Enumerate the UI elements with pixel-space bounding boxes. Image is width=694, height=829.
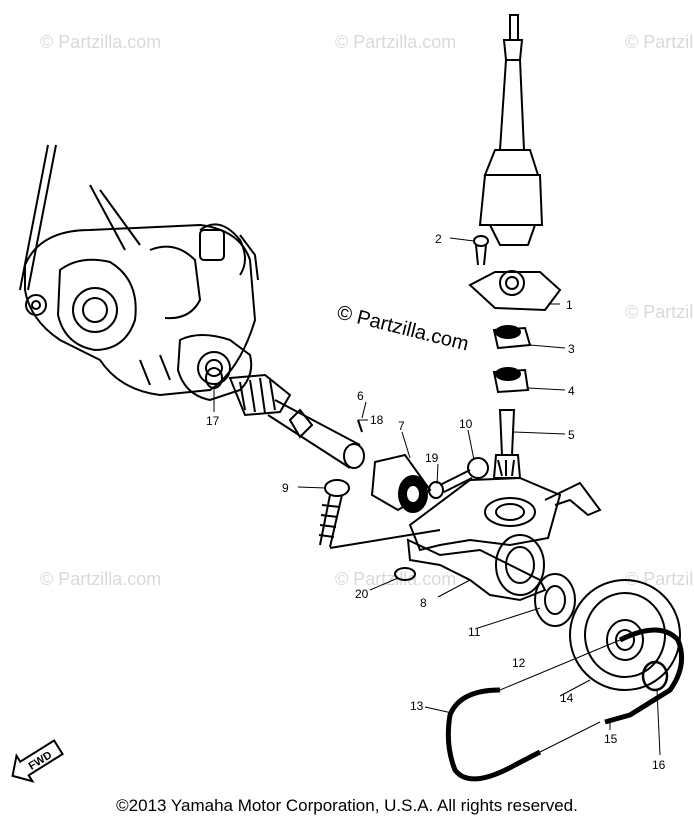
part-4-gear — [492, 367, 530, 394]
callout-7: 7 — [398, 419, 405, 433]
watermark-main: © Partzilla.com — [335, 302, 471, 356]
watermark: © Partzilla.com — [625, 32, 694, 52]
part-10-bolt — [439, 457, 489, 493]
callout-5: 5 — [568, 428, 575, 442]
part-7-sleeve — [370, 453, 432, 513]
part-2-screw — [473, 235, 489, 266]
callout-11: 11 — [468, 625, 481, 639]
part-6-shaft — [228, 373, 365, 469]
callout-6: 6 — [357, 389, 364, 403]
watermark: © Partzilla.com — [335, 32, 456, 52]
part-19-washer — [428, 481, 444, 499]
watermark: © Partzilla.com — [40, 569, 161, 589]
copyright-footer: ©2013 Yamaha Motor Corporation, U.S.A. A… — [116, 796, 578, 815]
watermark: © Partzilla.com — [625, 569, 694, 589]
part-20-washer — [394, 567, 416, 581]
callout-17: 17 — [206, 414, 220, 428]
callout-19: 19 — [425, 451, 439, 465]
watermark: © Partzilla.com — [40, 32, 161, 52]
callout-8: 8 — [420, 596, 427, 610]
callout-14: 14 — [560, 691, 574, 705]
callout-2: 2 — [435, 232, 442, 246]
part-13-cable — [445, 627, 685, 782]
callout-16: 16 — [652, 758, 666, 772]
callout-4: 4 — [568, 384, 575, 398]
watermark: © Partzilla.com — [625, 302, 694, 322]
callout-3: 3 — [568, 342, 575, 356]
part-16-clip — [641, 660, 669, 692]
callout-15: 15 — [604, 732, 618, 746]
fwd-arrow-icon: FWD — [11, 739, 64, 783]
callout-18: 18 — [370, 413, 384, 427]
part-1-plate — [468, 270, 562, 312]
engine-case — [19, 144, 259, 402]
speedometer-drive — [478, 14, 544, 246]
cable-leaders — [499, 639, 621, 753]
part-11-seal — [534, 573, 576, 627]
callout-9: 9 — [282, 481, 289, 495]
callout-20: 20 — [355, 587, 369, 601]
part-8-housing — [329, 476, 602, 602]
part-3-bushing — [492, 325, 532, 350]
part-9-bolt — [318, 479, 350, 548]
part-5-pinion — [492, 409, 522, 479]
leader-lines — [213, 237, 661, 756]
callout-12: 12 — [512, 656, 526, 670]
part-14-drum — [569, 579, 681, 691]
callout-10: 10 — [459, 417, 473, 431]
callout-1: 1 — [566, 298, 573, 312]
callout-13: 13 — [410, 699, 424, 713]
callout-labels: 1 2 3 4 5 6 7 8 9 10 11 12 13 14 15 16 1… — [206, 232, 666, 772]
